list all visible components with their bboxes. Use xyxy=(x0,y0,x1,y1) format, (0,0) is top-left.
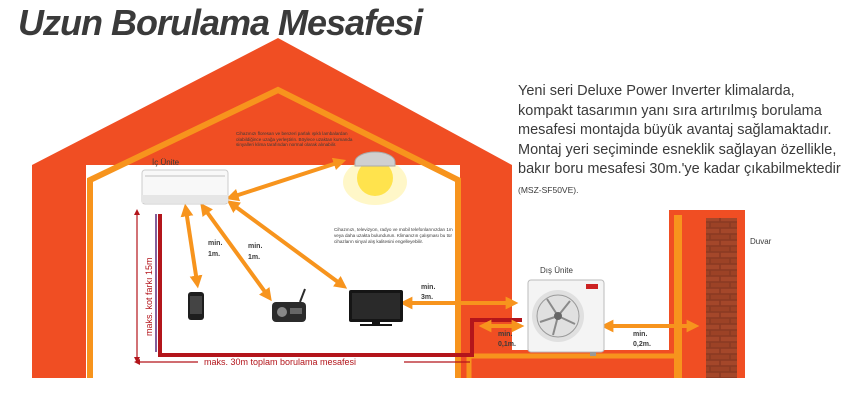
page-title: Uzun Borulama Mesafesi xyxy=(18,2,423,43)
vertical-pipe-label: maks. kot farkı 15m xyxy=(144,257,154,336)
radio-icon xyxy=(272,288,306,322)
model-code: (MSZ-SF50VE). xyxy=(518,184,579,195)
description-paragraph: Yeni seri Deluxe Power Inverter klimalar… xyxy=(518,82,848,200)
tv-distance-line2: 3m. xyxy=(421,294,433,301)
brick-wall-icon xyxy=(706,218,737,378)
wall-distance-line2: 0,2m. xyxy=(633,341,651,348)
outdoor-distance-line2: 0,1m. xyxy=(498,341,516,348)
outdoor-distance-line1: min. xyxy=(498,331,512,338)
horizontal-pipe-label: maks. 30m toplam borulama mesafesi xyxy=(204,357,356,367)
wall-distance-line1: min. xyxy=(633,331,647,338)
tv-distance-line1: min. xyxy=(421,284,435,291)
distance-arrows xyxy=(180,157,700,333)
radio-distance-line1: min. xyxy=(248,243,262,250)
phone-distance-line2: 1m. xyxy=(208,251,220,258)
wall-label: Duvar xyxy=(750,237,772,246)
outdoor-unit-label: Dış Ünite xyxy=(540,266,573,275)
lamp-note: Cihazınızı floresan ve benzeri parlak ış… xyxy=(236,131,353,148)
outdoor-unit-icon xyxy=(527,279,605,356)
television-icon xyxy=(349,290,403,326)
radio-distance-line2: 1m. xyxy=(248,254,260,261)
tv-note: Cihazınızı, televizyon, radyo ve mobil t… xyxy=(334,227,453,244)
indoor-unit-label: İç Ünite xyxy=(152,158,180,167)
phone-distance-line1: min. xyxy=(208,240,222,247)
description-text: Yeni seri Deluxe Power Inverter klimalar… xyxy=(518,83,841,177)
indoor-unit-icon xyxy=(141,169,229,205)
mobile-phone-icon xyxy=(188,292,204,320)
ceiling-lamp-icon xyxy=(343,151,407,205)
